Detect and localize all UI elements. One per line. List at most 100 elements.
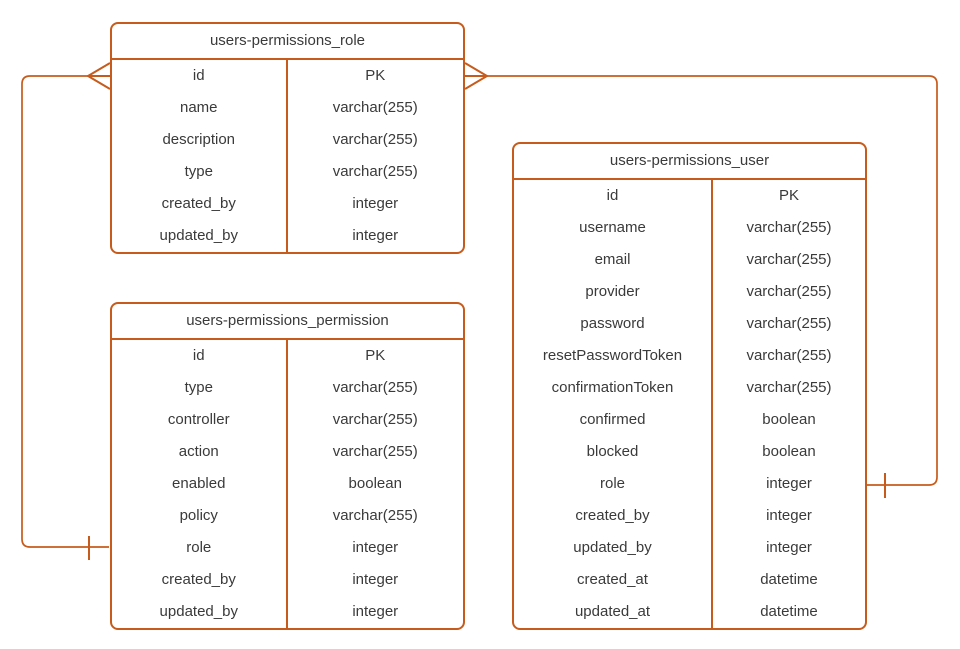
table-row-type: type varchar(255): [112, 156, 463, 188]
field-name-cell: confirmationToken: [514, 372, 713, 404]
field-name-cell: updated_at: [514, 596, 713, 628]
table-row-updated_by: updated_by integer: [112, 596, 463, 628]
field-type-cell: varchar(255): [746, 379, 832, 396]
table-row-type: type varchar(255): [112, 372, 463, 404]
field-type-cell: integer: [766, 539, 812, 556]
field-name-cell: controller: [112, 404, 288, 436]
field-type-cell: varchar(255): [332, 163, 418, 180]
table-row-confirmed: confirmed boolean: [514, 404, 865, 436]
field-name-cell: updated_by: [112, 596, 288, 628]
table-title: users-permissions_role: [112, 24, 463, 60]
field-type-cell: integer: [766, 475, 812, 492]
connector-role-to-permission[interactable]: [21, 62, 111, 560]
table-row-controller: controller varchar(255): [112, 404, 463, 436]
table-row-name: name varchar(255): [112, 92, 463, 124]
field-type-cell: PK: [365, 347, 386, 364]
field-type-cell: integer: [352, 539, 399, 556]
table-row-action: action varchar(255): [112, 436, 463, 468]
field-type-cell: integer: [766, 507, 812, 524]
field-type-cell: varchar(255): [332, 411, 418, 428]
table-title: users-permissions_permission: [112, 304, 463, 340]
field-name-cell: action: [112, 436, 288, 468]
field-name-cell: resetPasswordToken: [514, 340, 713, 372]
table-row-updated_by: updated_by integer: [514, 532, 865, 564]
table-row-role: role integer: [514, 468, 865, 500]
table-row-created_by: created_by integer: [514, 500, 865, 532]
field-type-cell: varchar(255): [332, 507, 418, 524]
field-type-cell: datetime: [760, 571, 818, 588]
connector-line[interactable]: [21, 75, 109, 548]
field-name-cell: username: [514, 212, 713, 244]
field-type-cell: varchar(255): [332, 131, 418, 148]
field-name-cell: created_at: [514, 564, 713, 596]
connector-line[interactable]: [487, 75, 938, 486]
field-name-cell: role: [112, 532, 288, 564]
connector-role-to-user[interactable]: [464, 62, 938, 498]
field-type-cell: integer: [352, 195, 399, 212]
field-name-cell: policy: [112, 500, 288, 532]
field-type-cell: datetime: [760, 603, 818, 620]
field-name-cell: password: [514, 308, 713, 340]
field-type-cell: varchar(255): [332, 443, 418, 460]
field-type-cell: boolean: [762, 443, 816, 460]
table-row-resetPasswordToken: resetPasswordToken varchar(255): [514, 340, 865, 372]
table-row-updated_by: updated_by integer: [112, 220, 463, 252]
crowfoot-many-marker: [86, 62, 111, 90]
field-type-cell: varchar(255): [746, 315, 832, 332]
field-name-cell: id: [112, 60, 288, 92]
field-name-cell: provider: [514, 276, 713, 308]
field-name-cell: email: [514, 244, 713, 276]
table-row-policy: policy varchar(255): [112, 500, 463, 532]
table-row-blocked: blocked boolean: [514, 436, 865, 468]
field-name-cell: type: [112, 372, 288, 404]
table-row-email: email varchar(255): [514, 244, 865, 276]
table-title: users-permissions_user: [514, 144, 865, 180]
field-name-cell: name: [112, 92, 288, 124]
field-type-cell: varchar(255): [746, 251, 832, 268]
field-type-cell: varchar(255): [332, 99, 418, 116]
table-row-created_by: created_by integer: [112, 564, 463, 596]
table-row-created_by: created_by integer: [112, 188, 463, 220]
field-name-cell: id: [514, 180, 713, 212]
field-type-cell: varchar(255): [746, 347, 832, 364]
field-name-cell: description: [112, 124, 288, 156]
table-row-updated_at: updated_at datetime: [514, 596, 865, 628]
field-type-cell: integer: [352, 603, 399, 620]
field-name-cell: updated_by: [514, 532, 713, 564]
entity-table-users-permissions-permission[interactable]: users-permissions_permission id PK type var…: [110, 302, 465, 630]
field-type-cell: PK: [365, 67, 386, 84]
table-row-confirmationToken: confirmationToken varchar(255): [514, 372, 865, 404]
field-name-cell: blocked: [514, 436, 713, 468]
table-row-id: id PK: [112, 340, 463, 372]
field-name-cell: created_by: [112, 564, 288, 596]
field-type-cell: varchar(255): [332, 379, 418, 396]
field-type-cell: integer: [352, 227, 399, 244]
field-name-cell: role: [514, 468, 713, 500]
field-name-cell: created_by: [514, 500, 713, 532]
entity-table-users-permissions-role[interactable]: users-permissions_role id PK name varchar(2…: [110, 22, 465, 254]
field-type-cell: integer: [352, 571, 399, 588]
field-name-cell: confirmed: [514, 404, 713, 436]
field-type-cell: boolean: [348, 475, 402, 492]
table-row-password: password varchar(255): [514, 308, 865, 340]
table-rows: id PK type varchar(255) controller varchar(25…: [112, 340, 463, 628]
table-row-id: id PK: [112, 60, 463, 92]
crowfoot-many-marker: [464, 62, 489, 90]
field-type-cell: PK: [778, 187, 799, 204]
table-row-role: role integer: [112, 532, 463, 564]
table-rows: id PK name varchar(255) description varchar(2…: [112, 60, 463, 252]
field-name-cell: updated_by: [112, 220, 288, 252]
field-name-cell: id: [112, 340, 288, 372]
table-row-id: id PK: [514, 180, 865, 212]
field-name-cell: created_by: [112, 188, 288, 220]
field-name-cell: type: [112, 156, 288, 188]
table-row-created_at: created_at datetime: [514, 564, 865, 596]
field-type-cell: boolean: [762, 411, 816, 428]
